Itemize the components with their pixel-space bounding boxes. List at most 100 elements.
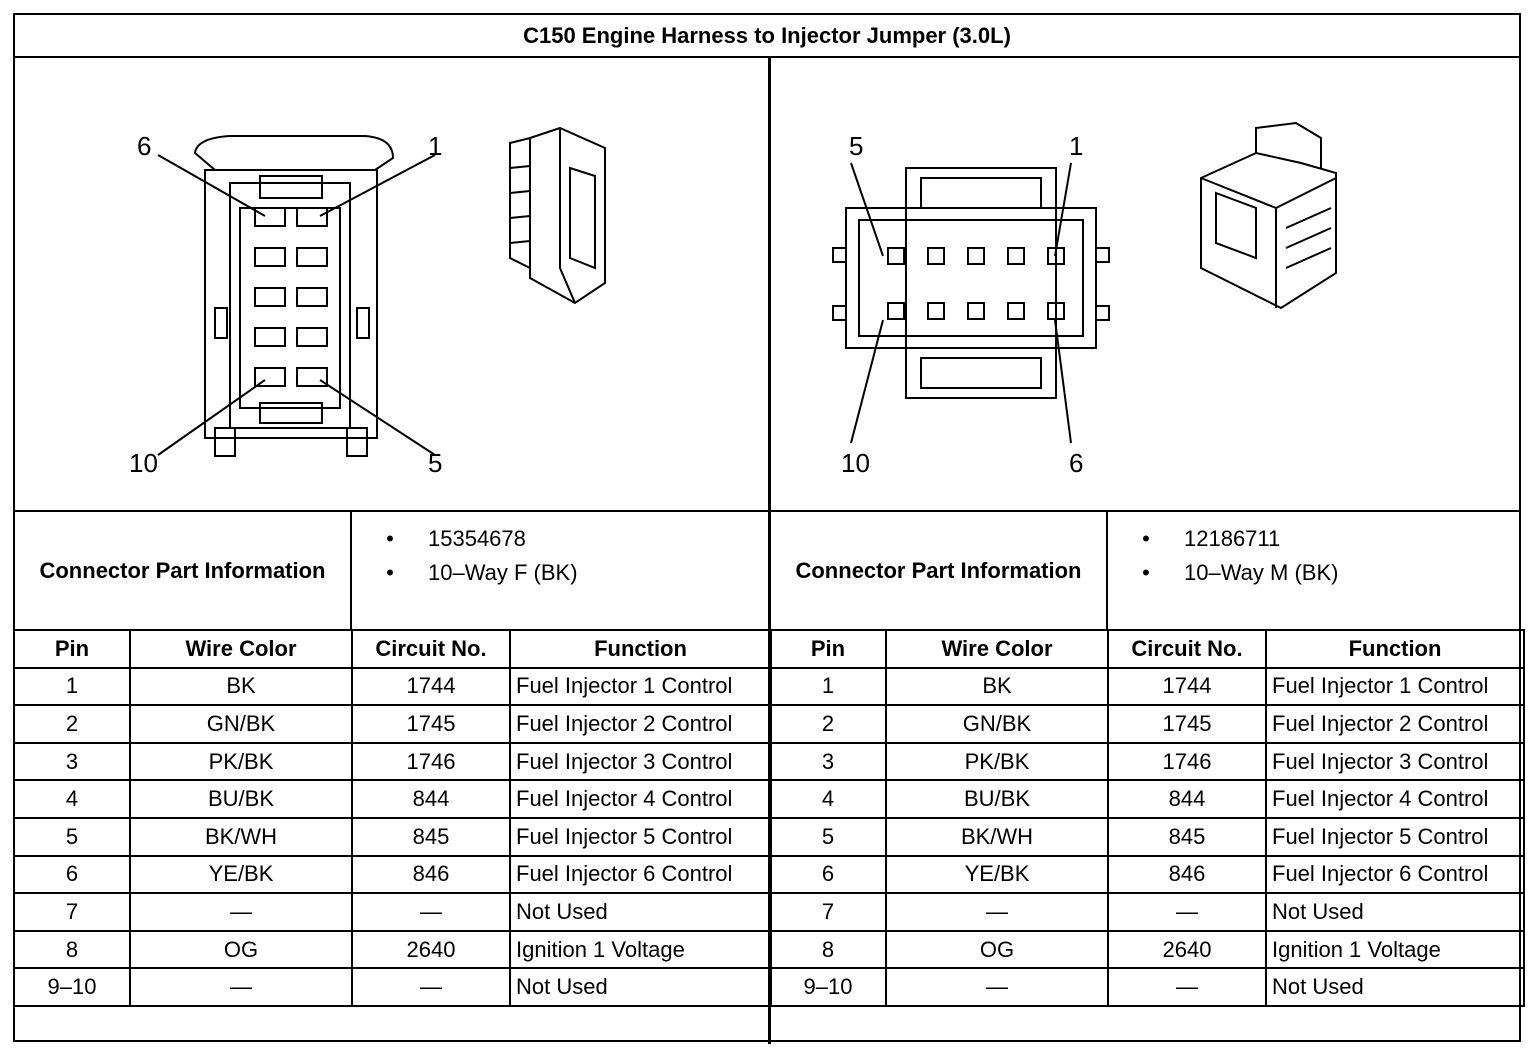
- wire-color-cell: —: [885, 892, 1109, 932]
- wire-color-cell: BK: [885, 666, 1109, 707]
- pin-cell: 1: [13, 666, 131, 707]
- pin-cavity: [967, 247, 985, 265]
- pin-cavity: [254, 207, 286, 227]
- pin-label-5: 5: [849, 131, 864, 161]
- table-row: 9–10——Not Used: [769, 967, 1525, 1007]
- circuit-cell: 1745: [1107, 704, 1267, 744]
- left-connector-diagram: 6 1 10 5: [15, 58, 768, 512]
- pin-label-6: 6: [1069, 448, 1084, 478]
- wire-color-cell: GN/BK: [129, 704, 353, 744]
- circuit-cell: —: [1107, 892, 1267, 932]
- pin-cell: 7: [769, 892, 887, 932]
- pin-cavity: [1007, 302, 1025, 320]
- table-row: 7——Not Used: [13, 892, 772, 932]
- pin-cavity: [296, 327, 328, 347]
- circuit-cell: 846: [1107, 854, 1267, 895]
- pin-label-1: 1: [1069, 131, 1084, 161]
- wire-color-cell: BK/WH: [129, 816, 353, 857]
- circuit-cell: 1746: [351, 741, 511, 782]
- wire-color-cell: BU/BK: [129, 779, 353, 819]
- pin-label-1: 1: [428, 131, 443, 161]
- function-cell: Fuel Injector 4 Control: [509, 779, 772, 819]
- pin-cavity: [887, 247, 905, 265]
- function-cell: Not Used: [509, 967, 772, 1007]
- circuit-cell: 845: [1107, 816, 1267, 857]
- pin-cell: 6: [769, 854, 887, 895]
- wire-color-cell: GN/BK: [885, 704, 1109, 744]
- function-cell: Fuel Injector 1 Control: [509, 666, 772, 707]
- pin-cell: 5: [769, 816, 887, 857]
- circuit-cell: —: [1107, 967, 1267, 1007]
- pin-cell: 2: [13, 704, 131, 744]
- column-header: Function: [509, 629, 772, 669]
- wire-color-cell: YE/BK: [129, 854, 353, 895]
- list-item: •15354678: [386, 526, 526, 551]
- pin-cell: 8: [13, 929, 131, 970]
- wire-color-cell: —: [129, 967, 353, 1007]
- pin-cell: 2: [769, 704, 887, 744]
- pin-label-5: 5: [428, 448, 443, 478]
- column-header: Pin: [13, 629, 131, 669]
- function-cell: Not Used: [1265, 967, 1525, 1007]
- wire-color-cell: BK/WH: [885, 816, 1109, 857]
- function-cell: Fuel Injector 6 Control: [1265, 854, 1525, 895]
- pin-cavity: [254, 247, 286, 267]
- pin-cavity: [1007, 247, 1025, 265]
- pin-cell: 3: [13, 741, 131, 782]
- function-cell: Ignition 1 Voltage: [509, 929, 772, 970]
- circuit-cell: 844: [351, 779, 511, 819]
- circuit-cell: 1744: [351, 666, 511, 707]
- function-cell: Fuel Injector 2 Control: [1265, 704, 1525, 744]
- part-info-list: •12186711 •10–Way M (BK): [1108, 522, 1338, 590]
- list-item: •12186711: [1142, 526, 1281, 551]
- wire-color-cell: —: [129, 892, 353, 932]
- circuit-cell: 1746: [1107, 741, 1267, 782]
- column-header: Pin: [769, 629, 887, 669]
- table-row: 7——Not Used: [769, 892, 1525, 932]
- wire-color-cell: OG: [885, 929, 1109, 970]
- function-cell: Ignition 1 Voltage: [1265, 929, 1525, 970]
- circuit-cell: 2640: [351, 929, 511, 970]
- column-header: Wire Color: [885, 629, 1109, 669]
- pin-cavity: [887, 302, 905, 320]
- right-connector-diagram: 5 1 10 6: [771, 58, 1523, 512]
- function-cell: Fuel Injector 5 Control: [509, 816, 772, 857]
- column-header: Circuit No.: [351, 629, 511, 669]
- pin-cavity: [296, 287, 328, 307]
- connector-part-info-label: Connector Part Information: [15, 512, 352, 629]
- pin-cavity: [927, 247, 945, 265]
- circuit-cell: 846: [351, 854, 511, 895]
- function-cell: Fuel Injector 4 Control: [1265, 779, 1525, 819]
- pin-cell: 6: [13, 854, 131, 895]
- pin-cell: 5: [13, 816, 131, 857]
- center-divider: [768, 58, 771, 1044]
- function-cell: Fuel Injector 2 Control: [509, 704, 772, 744]
- function-cell: Fuel Injector 5 Control: [1265, 816, 1525, 857]
- wire-color-cell: BK: [129, 666, 353, 707]
- circuit-cell: 1744: [1107, 666, 1267, 707]
- circuit-cell: 844: [1107, 779, 1267, 819]
- pin-cell: 8: [769, 929, 887, 970]
- circuit-cell: 1745: [351, 704, 511, 744]
- function-cell: Fuel Injector 6 Control: [509, 854, 772, 895]
- column-header: Wire Color: [129, 629, 353, 669]
- connector-part-info-label: Connector Part Information: [771, 512, 1108, 629]
- wire-color-cell: —: [885, 967, 1109, 1007]
- pin-cavity: [296, 247, 328, 267]
- pin-cavity: [254, 367, 286, 387]
- pin-cavity: [1047, 302, 1065, 320]
- page-title: C150 Engine Harness to Injector Jumper (…: [15, 15, 1519, 58]
- circuit-cell: 845: [351, 816, 511, 857]
- circuit-cell: —: [351, 967, 511, 1007]
- pin-cavity: [254, 327, 286, 347]
- pin-cell: 1: [769, 666, 887, 707]
